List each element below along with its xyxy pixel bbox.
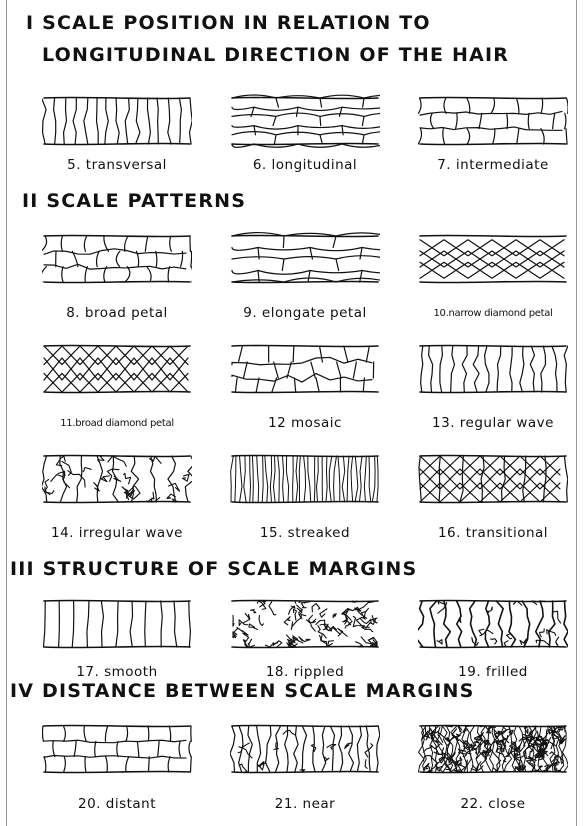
pattern-broad-petal-drawing (42, 230, 192, 288)
section-2-heading: II SCALE PATTERNS (22, 190, 246, 212)
pattern-regular-wave-label: 13. regular wave (398, 415, 583, 431)
pattern-smooth-drawing (42, 595, 192, 653)
pattern-distant-drawing (42, 720, 192, 778)
pattern-longitudinal-drawing (230, 92, 380, 150)
pattern-transitional-label: 16. transitional (398, 525, 583, 541)
section-1-heading-line-1: I SCALE POSITION IN RELATION TO (26, 12, 431, 34)
pattern-frilled-label: 19. frilled (398, 664, 583, 680)
pattern-transversal-drawing (42, 92, 192, 150)
pattern-narrow-diamond-petal-label: 10.narrow diamond petal (398, 308, 583, 319)
pattern-near-label: 21. near (210, 796, 400, 812)
pattern-frilled-drawing (418, 595, 568, 653)
section-4-heading: IV DISTANCE BETWEEN SCALE MARGINS (10, 680, 475, 702)
pattern-broad-petal-label: 8. broad petal (22, 305, 212, 321)
pattern-broad-diamond-petal-drawing (42, 340, 192, 398)
pattern-intermediate-drawing (418, 92, 568, 150)
pattern-mosaic-label: 12 mosaic (210, 415, 400, 431)
pattern-streaked-drawing (230, 450, 380, 508)
pattern-transitional-drawing (418, 450, 568, 508)
section-1-heading-line-2: LONGITUDINAL DIRECTION OF THE HAIR (42, 44, 509, 66)
pattern-regular-wave-drawing (418, 340, 568, 398)
pattern-irregular-wave-label: 14. irregular wave (22, 525, 212, 541)
pattern-broad-diamond-petal-label: 11.broad diamond petal (22, 418, 212, 429)
pattern-rippled-label: 18. rippled (210, 664, 400, 680)
pattern-close-drawing (418, 720, 568, 778)
pattern-elongate-petal-label: 9. elongate petal (210, 305, 400, 321)
pattern-rippled-drawing (230, 595, 380, 653)
section-3-heading: III STRUCTURE OF SCALE MARGINS (10, 558, 417, 580)
pattern-streaked-label: 15. streaked (210, 525, 400, 541)
pattern-near-drawing (230, 720, 380, 778)
pattern-elongate-petal-drawing (230, 230, 380, 288)
pattern-longitudinal-label: 6. longitudinal (210, 157, 400, 173)
pattern-transversal-label: 5. transversal (22, 157, 212, 173)
pattern-mosaic-drawing (230, 340, 380, 398)
pattern-close-label: 22. close (398, 796, 583, 812)
pattern-smooth-label: 17. smooth (22, 664, 212, 680)
pattern-distant-label: 20. distant (22, 796, 212, 812)
pattern-intermediate-label: 7. intermediate (398, 157, 583, 173)
pattern-irregular-wave-drawing (42, 450, 192, 508)
pattern-narrow-diamond-petal-drawing (418, 230, 568, 288)
